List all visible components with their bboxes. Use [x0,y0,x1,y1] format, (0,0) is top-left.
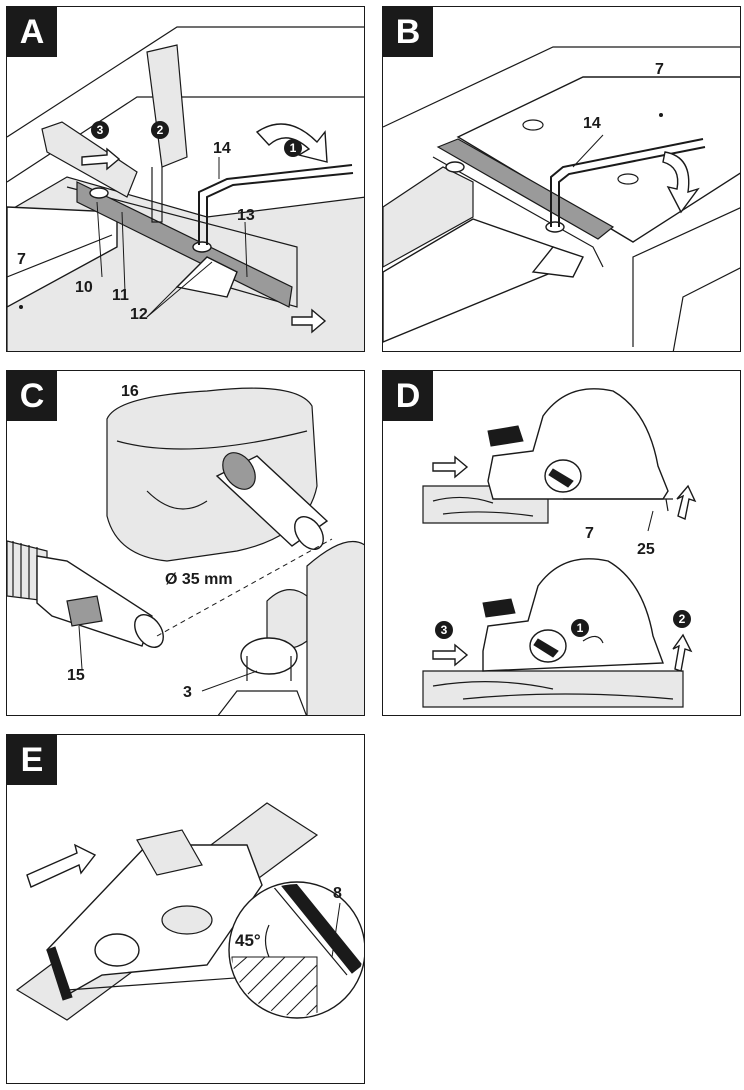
panel-tag-a: A [7,7,57,57]
feed-arrow-lower-icon [432,643,469,667]
panel-c: C 16 15 3 Ø 35 mm [6,370,365,716]
planer-base-plate [7,206,118,308]
planer-body-lower [482,558,664,672]
planer-body-upper [487,388,669,500]
panel-tag-c: C [7,371,57,421]
step-2-marker: 2 [673,610,691,628]
slide-out-arrow-icon [291,308,327,334]
panel-b: B 7 14 [382,6,741,352]
panel-tag-d: D [383,371,433,421]
panel-d: D 1 2 3 7 25 [382,370,741,716]
chamfering-illustration [15,802,364,1021]
panel-e: E 8 45° [6,734,365,1084]
feed-arrow-icon [432,455,469,479]
depth-knob [240,637,298,675]
planer-blade [76,181,293,308]
label-7: 7 [655,61,664,78]
label-diameter: Ø 35 mm [165,571,233,588]
panel-a: A 1 2 3 7 [6,6,365,352]
step-1-marker: 1 [284,139,302,157]
feed-direction-arrow-icon [26,843,97,888]
label-14: 14 [583,115,601,132]
lift-arrow-icon [672,633,693,672]
rotate-arrow-icon [255,123,328,163]
planer-blade [436,138,615,240]
blade-change-illustration [7,26,364,351]
label-11: 11 [112,287,129,304]
panel-tag-b: B [383,7,433,57]
label-8: 8 [333,885,342,902]
label-13: 13 [237,207,255,224]
planing-operation-illustration [422,388,697,708]
label-15: 15 [67,667,85,684]
label-16: 16 [121,383,139,400]
label-10: 10 [75,279,93,296]
label-45-degrees: 45° [235,931,261,950]
blade-fastened-illustration [383,46,740,351]
step-2-marker: 2 [151,121,169,139]
label-7: 7 [585,525,594,542]
dust-extraction-illustration [7,387,364,715]
label-7: 7 [17,251,26,268]
label-12: 12 [130,306,148,323]
step-3-marker: 3 [91,121,109,139]
label-25: 25 [637,541,655,558]
wood-block-vertical [146,44,188,168]
push-arrow-icon [81,147,121,171]
tighten-arrow-icon [662,151,700,214]
shoe-arrow-icon [676,484,697,520]
step-1-marker: 1 [571,619,589,637]
label-3: 3 [183,684,192,701]
step-3-marker: 3 [435,621,453,639]
label-14: 14 [213,140,231,157]
panel-tag-e: E [7,735,57,785]
